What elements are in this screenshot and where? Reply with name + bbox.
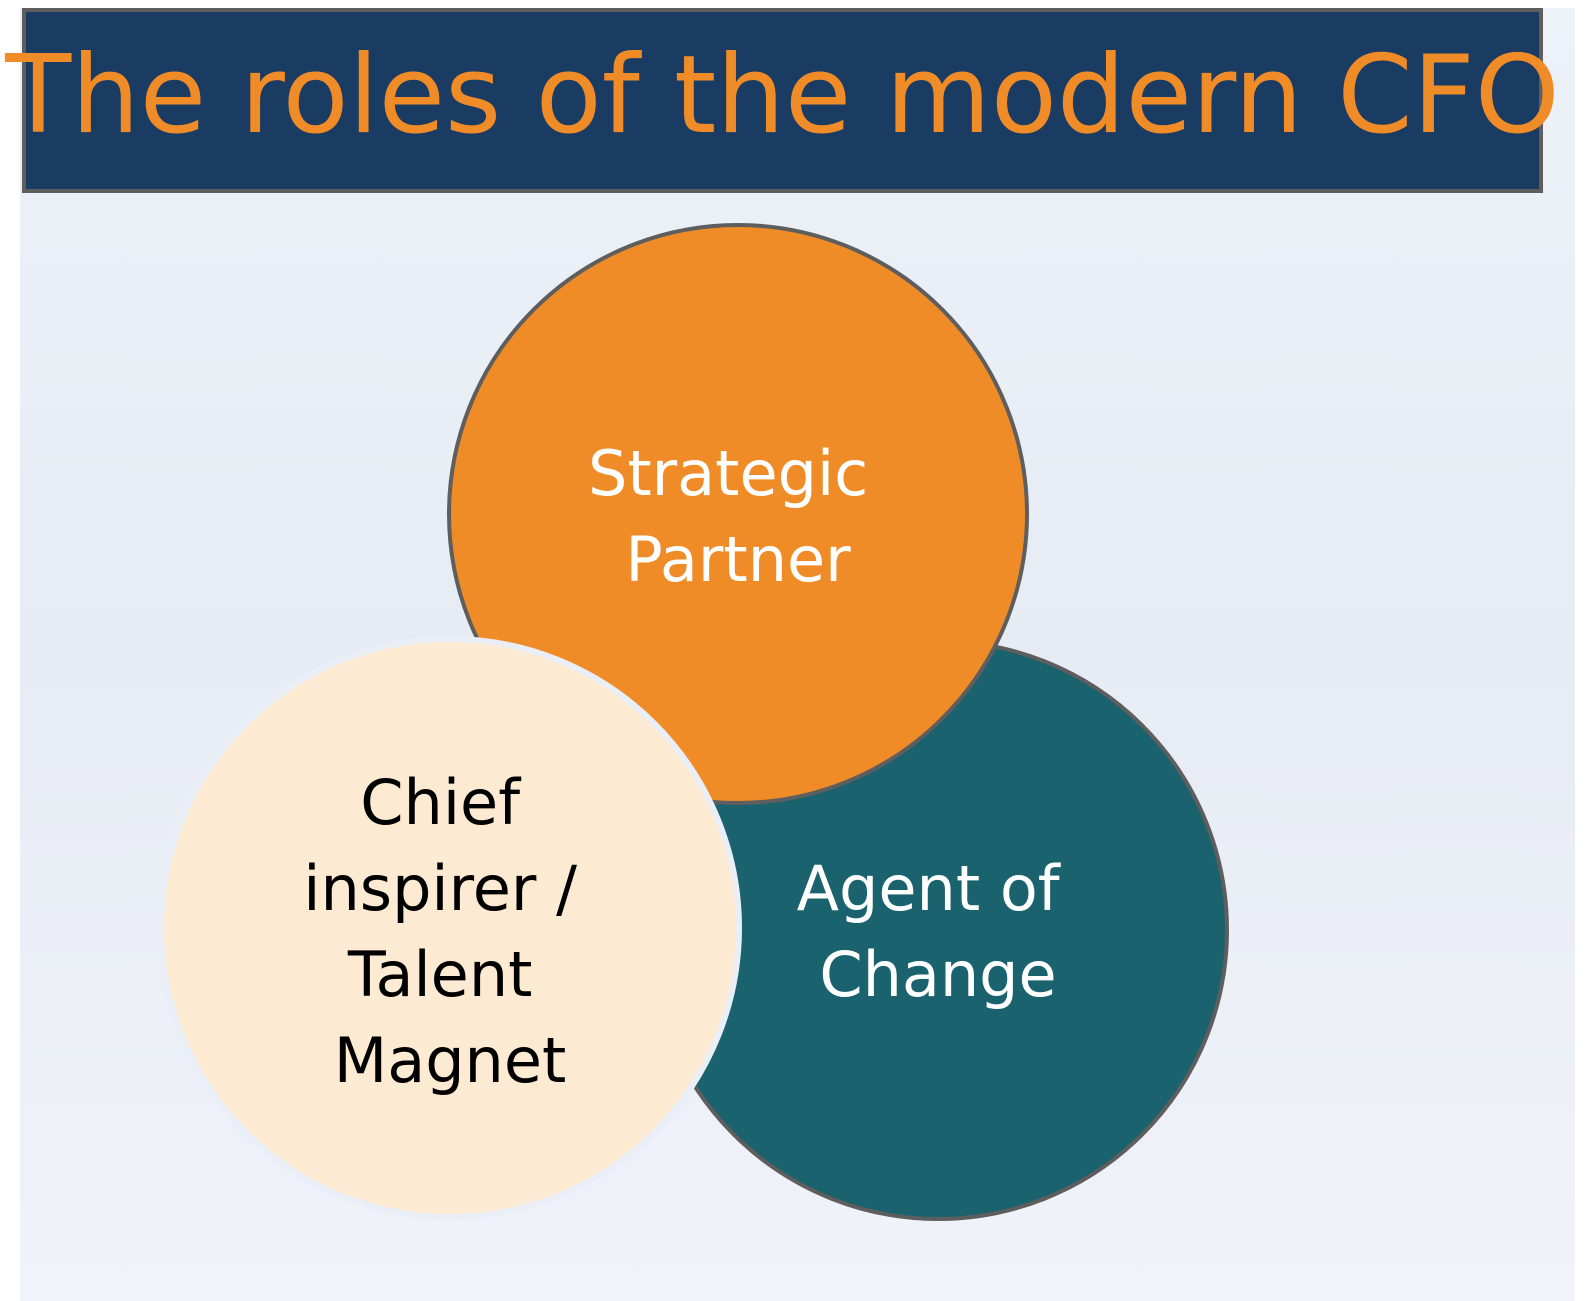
strategic-label-line-1: Strategic	[588, 437, 868, 510]
circle-strategic-partner: Strategic Partner	[447, 223, 1029, 805]
strategic-label-line-2: Partner	[625, 523, 851, 596]
page-title: The roles of the modern CFO	[5, 32, 1560, 158]
agent-label-line-1: Agent of	[797, 852, 1062, 925]
agent-label-line-2: Change	[819, 938, 1056, 1011]
chief-label-line-2: inspirer /	[303, 852, 577, 925]
circle-chief-inspirer: Chief inspirer / Talent Magnet	[158, 636, 742, 1220]
chief-label: Chief inspirer / Talent Magnet	[303, 766, 596, 1097]
strategic-label: Strategic Partner	[588, 437, 888, 596]
chief-label-line-4: Magnet	[334, 1024, 567, 1097]
title-banner: The roles of the modern CFO	[5, 8, 1560, 193]
chief-label-line-3: Talent	[347, 938, 533, 1011]
agent-label: Agent of Change	[797, 852, 1080, 1011]
chief-label-line-1: Chief	[360, 766, 522, 839]
